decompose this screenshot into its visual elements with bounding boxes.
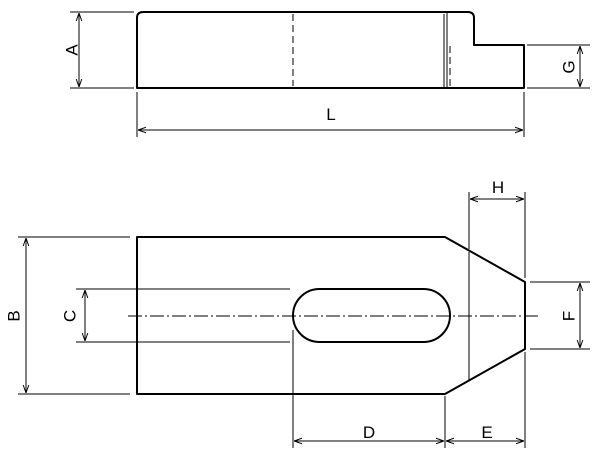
dimension-b: B bbox=[5, 236, 130, 395]
dimension-g: G bbox=[527, 44, 590, 89]
dimension-f: F bbox=[530, 281, 590, 350]
label-a: A bbox=[63, 44, 82, 56]
dimension-a: A bbox=[63, 11, 134, 89]
label-e: E bbox=[481, 423, 492, 442]
dimension-c: C bbox=[61, 288, 290, 343]
label-f: F bbox=[560, 311, 579, 321]
top-view: B C D E F bbox=[5, 178, 590, 448]
label-h: H bbox=[492, 178, 504, 197]
label-l: L bbox=[326, 105, 335, 124]
side-view-outline bbox=[136, 11, 525, 89]
side-view: A G L bbox=[63, 11, 590, 137]
label-c: C bbox=[61, 310, 80, 322]
dimension-h: H bbox=[468, 178, 526, 278]
label-g: G bbox=[560, 60, 579, 73]
dimension-l: L bbox=[136, 92, 525, 137]
dimension-d: D bbox=[292, 330, 446, 448]
label-b: B bbox=[5, 310, 24, 321]
label-d: D bbox=[363, 423, 375, 442]
dimension-e: E bbox=[446, 352, 526, 448]
top-view-outline bbox=[136, 236, 526, 395]
